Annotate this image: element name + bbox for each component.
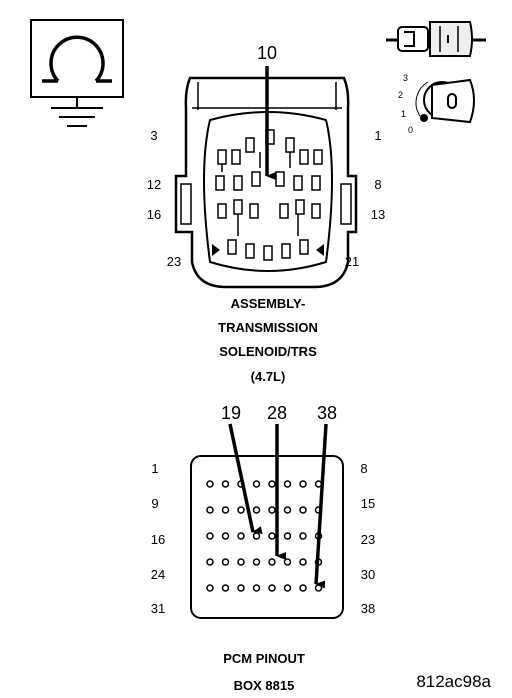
connector-caption-line: ASSEMBLY- (231, 296, 306, 311)
connector-pin-label: 3 (150, 128, 157, 143)
pcm-pin-hole (268, 558, 276, 566)
pcm-pin-hole (206, 506, 214, 514)
ohmmeter-icon (30, 19, 124, 127)
pcm-connector-body (190, 455, 344, 619)
pcm-pin-hole (221, 506, 230, 514)
pcm-pin-hole (268, 480, 276, 488)
key-tabs (212, 244, 324, 256)
pcm-callout-label: 38 (317, 403, 337, 423)
solenoid-connector (174, 76, 358, 289)
pcm-pin-hole (206, 480, 214, 488)
pcm-pin-hole (221, 558, 230, 566)
pcm-pin-hole (221, 532, 230, 540)
pcm-pin-hole (237, 584, 245, 592)
pcm-pin-hole (299, 558, 307, 566)
pcm-pin-hole (283, 532, 292, 540)
pcm-row-label: 38 (361, 601, 375, 616)
pcm-pin-hole (206, 584, 214, 592)
connector-pin-label: 16 (147, 207, 161, 222)
switch-position-label: 0 (408, 125, 413, 135)
pcm-pin-hole (283, 480, 292, 488)
connector-caption-line: (4.7L) (251, 369, 286, 384)
pcm-row-label: 16 (151, 532, 165, 547)
pin-38-callout-arrow (314, 423, 328, 589)
figure-id: 812ac98a (416, 672, 491, 691)
pcm-row-label: 24 (151, 567, 165, 582)
connector-pin-label: 21 (345, 254, 359, 269)
pcm-pin-hole (268, 532, 276, 540)
switch-position-label: 3 (403, 73, 408, 83)
pcm-pin-hole (299, 532, 307, 540)
connector-pin-label: 8 (374, 177, 381, 192)
connector-pin-label: 23 (167, 254, 181, 269)
pcm-pin-hole (299, 480, 307, 488)
connector-caption-line: TRANSMISSION (218, 320, 318, 335)
pin-10-callout-label: 10 (257, 43, 277, 63)
connector-pin-label: 12 (147, 177, 161, 192)
pcm-pin-hole (283, 584, 292, 592)
pcm-pin-hole (206, 532, 214, 540)
pcm-pin-hole (237, 558, 245, 566)
pcm-caption-line: BOX 8815 (234, 678, 295, 693)
pcm-row-label: 9 (151, 496, 158, 511)
pin-19-callout-arrow (228, 423, 263, 535)
connector-plug-icon (386, 21, 486, 57)
pcm-pin-hole (237, 506, 245, 514)
pcm-row-label: 30 (361, 567, 375, 582)
pcm-pin-hole (299, 584, 307, 592)
connector-pin-label: 1 (374, 128, 381, 143)
pcm-pin-hole (252, 480, 261, 488)
pcm-row-label: 8 (360, 461, 367, 476)
pcm-caption-line: PCM PINOUT (223, 651, 305, 666)
pcm-pin-hole (221, 480, 230, 488)
pcm-pin-hole (206, 558, 214, 566)
pcm-row-label: 1 (151, 461, 158, 476)
pcm-pin-hole (314, 584, 323, 592)
pcm-pin-hole (252, 584, 261, 592)
pcm-pin-hole (252, 532, 261, 540)
pcm-pin-hole (268, 506, 276, 514)
pcm-callout-label: 28 (267, 403, 287, 423)
pcm-row-label: 23 (361, 532, 375, 547)
pcm-pin-hole (299, 506, 307, 514)
pcm-row-label: 15 (361, 496, 375, 511)
connector-pin-label: 13 (371, 207, 385, 222)
pcm-pin-hole (283, 558, 292, 566)
pcm-pin-hole (268, 584, 276, 592)
rotary-switch-icon: 3 2 1 0 (398, 73, 475, 135)
pcm-pin-hole (283, 506, 292, 514)
pcm-pin-hole (221, 584, 230, 592)
switch-position-label: 2 (398, 90, 403, 100)
pcm-row-label: 31 (151, 601, 165, 616)
connector-caption-line: SOLENOID/TRS (219, 344, 317, 359)
pin-cavities (215, 129, 323, 261)
pcm-pin-hole (252, 558, 261, 566)
pcm-pin-hole (252, 506, 261, 514)
switch-position-label: 1 (401, 109, 406, 119)
pcm-pin-hole (237, 532, 245, 540)
pcm-callout-label: 19 (221, 403, 241, 423)
